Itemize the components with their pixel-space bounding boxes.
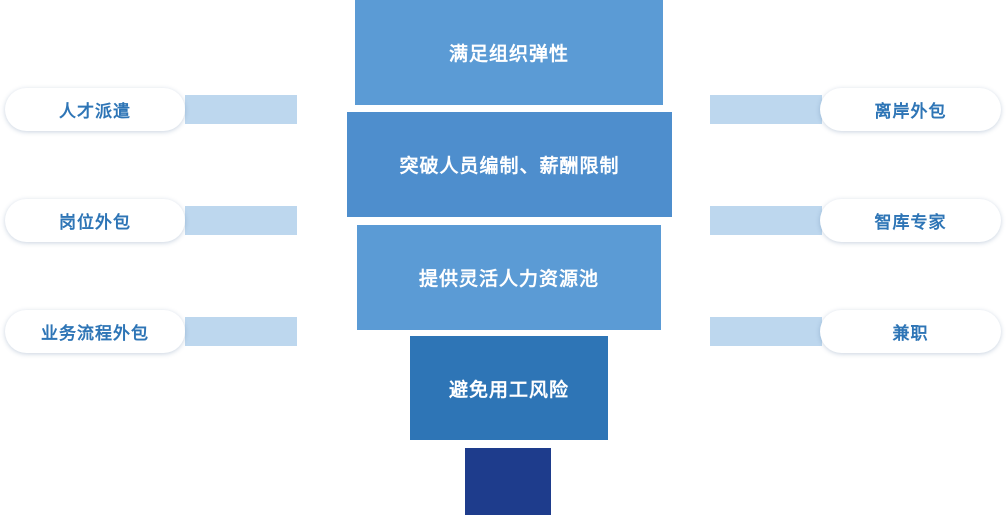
funnel-box-label: 突破人员编制、薪酬限制 (399, 156, 620, 177)
pill-think-tank-experts: 智库专家 (820, 199, 1001, 242)
pill-label: 兼职 (892, 324, 929, 343)
pill-offshore-outsourcing: 离岸外包 (820, 88, 1001, 131)
pill-part-time: 兼职 (820, 310, 1001, 353)
funnel-stem (465, 448, 551, 515)
pill-talent-dispatch: 人才派遣 (5, 88, 185, 131)
connector-bar-left-2 (185, 206, 297, 235)
connector-bar-right-1 (710, 95, 822, 124)
pill-label: 智库专家 (874, 213, 947, 232)
pill-position-outsourcing: 岗位外包 (5, 199, 185, 242)
connector-bar-right-3 (710, 317, 822, 346)
connector-bar-left-1 (185, 95, 297, 124)
funnel-box-staffing-salary-limits: 突破人员编制、薪酬限制 (347, 112, 672, 217)
funnel-box-flexible-hr-pool: 提供灵活人力资源池 (357, 225, 661, 330)
pill-label: 离岸外包 (874, 102, 947, 121)
pill-business-process-outsourcing: 业务流程外包 (5, 310, 185, 353)
funnel-box-label: 提供灵活人力资源池 (418, 269, 599, 290)
funnel-box-label: 避免用工风险 (448, 379, 569, 401)
connector-bar-right-2 (710, 206, 822, 235)
funnel-box-label: 满足组织弹性 (448, 44, 569, 65)
pill-label: 业务流程外包 (41, 324, 149, 343)
funnel-box-organizational-flexibility: 满足组织弹性 (355, 0, 663, 105)
pill-label: 人才派遣 (59, 102, 131, 121)
funnel-box-avoid-employment-risk: 避免用工风险 (410, 336, 608, 440)
pill-label: 岗位外包 (59, 213, 131, 232)
connector-bar-left-3 (185, 317, 297, 346)
